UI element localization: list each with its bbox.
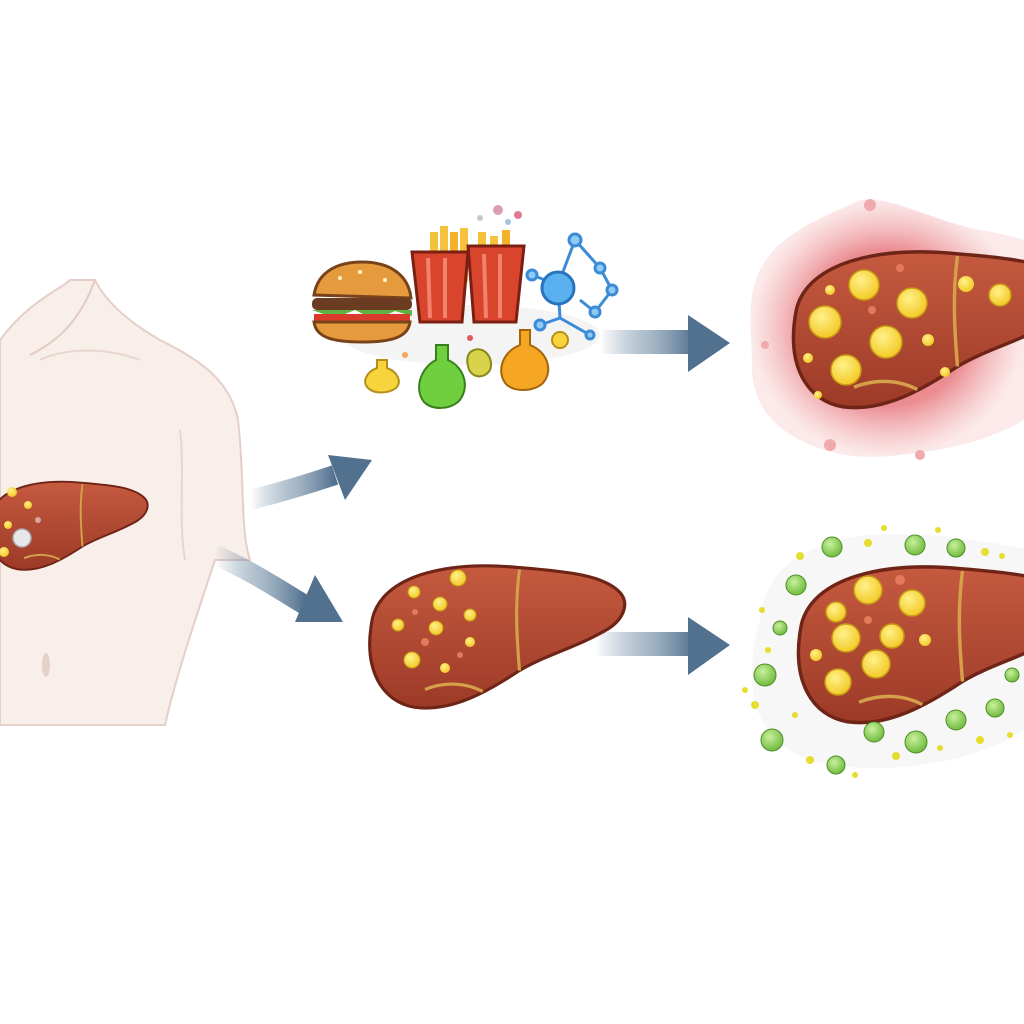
burger-icon (312, 260, 413, 344)
fries-icon (410, 205, 526, 324)
fat-droplets-large (803, 264, 1012, 399)
flask-icons (364, 329, 569, 409)
dietary-factors (312, 205, 619, 409)
navel (42, 653, 50, 677)
molecule-icon (525, 232, 619, 341)
arrow-to-dietary-factors (247, 455, 372, 510)
fat-droplets-small (0, 487, 41, 557)
body-with-liver (0, 279, 252, 726)
arrow-to-liver-with-particles (595, 617, 730, 675)
fatty-liver (368, 564, 627, 710)
green-particles (753, 534, 1020, 775)
arrow-to-inflamed-liver (600, 315, 730, 372)
fat-droplets-medium (391, 569, 477, 673)
arrow-to-fatty-liver (211, 545, 343, 622)
liver-with-particles (742, 525, 1024, 778)
inflamed-liver (750, 199, 1024, 460)
yellow-particles (742, 525, 1013, 778)
fat-droplets-large-lower (810, 575, 931, 696)
